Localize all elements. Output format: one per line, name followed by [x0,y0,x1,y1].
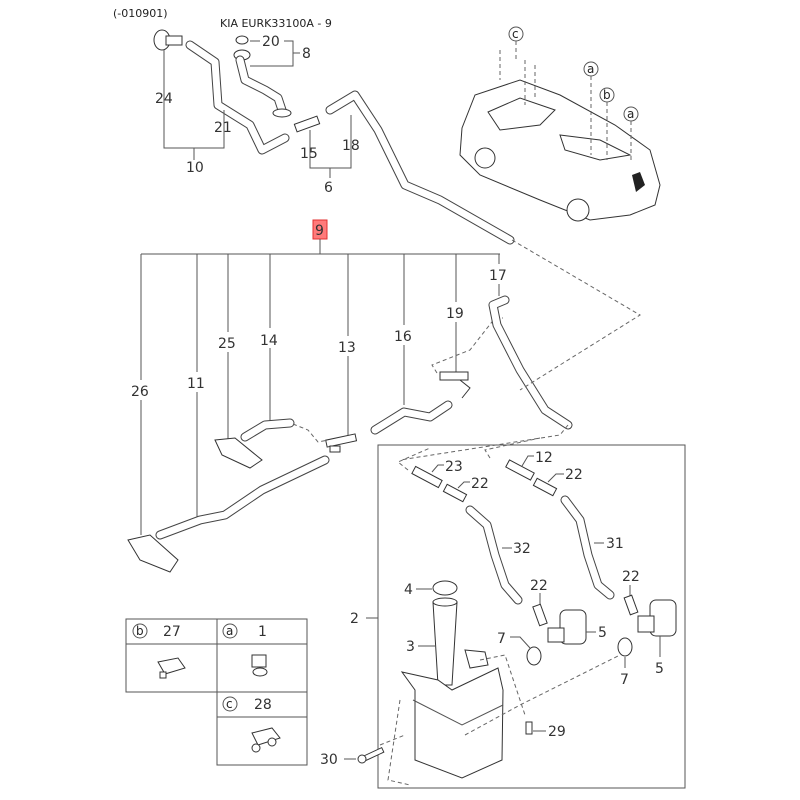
callout-22b: 22 [565,467,583,483]
callout-17: 17 [489,268,507,284]
callout-2: 2 [350,611,359,627]
hose-joint-22[interactable] [623,594,639,616]
clip-table-letter-a: a [226,624,233,638]
callout-18: 18 [342,138,360,154]
hose-11[interactable] [155,455,330,540]
hose-joint-22[interactable] [532,603,548,627]
connector-12[interactable] [505,459,535,481]
reservoir-assembly-frame [377,444,686,789]
filler-cap-4[interactable] [432,580,458,596]
callout-22a: 22 [471,476,489,492]
clip-table-part-28: 28 [254,697,272,713]
callout-21: 21 [214,120,232,136]
callout-3: 3 [406,639,415,655]
callout-19: 19 [446,306,464,322]
check-valve-19[interactable] [439,371,471,399]
callout-7a: 7 [497,631,506,647]
callout-13: 13 [338,340,356,356]
callout-5b: 5 [655,661,664,677]
clip-table-part-27: 27 [163,624,181,640]
callout-14: 14 [260,333,278,349]
callout-7b: 7 [620,672,629,688]
hose-31[interactable] [560,495,615,600]
hose-14[interactable] [240,418,295,442]
hose-18[interactable] [325,90,515,245]
callout-20: 20 [262,34,280,50]
washer-pump-5[interactable] [547,609,587,645]
callout-22d: 22 [622,569,640,585]
connector-15[interactable] [293,115,321,133]
diagram-title: KIA EURK33100A - 9 [220,17,332,30]
grommet-7[interactable] [617,637,633,657]
washer-pump-5[interactable] [637,599,677,637]
hose-joint-22[interactable] [442,483,468,503]
washer-reservoir[interactable] [400,649,504,779]
callout-31: 31 [606,536,624,552]
connector-23[interactable] [411,465,443,489]
callout-12: 12 [535,450,553,466]
filler-neck-8[interactable] [233,49,292,118]
connector-13[interactable] [325,433,358,453]
clip-reference-table: b 27 a 1 c 28 [125,618,308,766]
callout-16: 16 [394,329,412,345]
hose-17[interactable] [488,295,573,430]
callout-22c: 22 [530,578,548,594]
clip-letter-b: b [603,88,611,102]
callout-4: 4 [404,582,413,598]
clip-1-icon [251,654,268,677]
clip-29[interactable] [525,721,533,735]
hose-16[interactable] [370,400,453,435]
clip-letter-c: c [512,27,519,41]
callout-25: 25 [218,336,236,352]
clip-table-part-1: 1 [258,624,267,640]
callout-24: 24 [155,91,173,107]
hose-21[interactable] [185,40,290,155]
grommet-7[interactable] [526,646,542,666]
clip-letter-a1: a [587,62,594,76]
callout-9[interactable]: 9 [315,223,324,239]
cap-20[interactable] [235,35,249,45]
callout-5a: 5 [598,625,607,641]
callout-6: 6 [324,180,333,196]
nozzle-25[interactable] [214,437,263,469]
callout-15: 15 [300,146,318,162]
clip-27-icon [157,657,186,679]
nozzle-24[interactable] [153,29,183,51]
callout-30: 30 [320,752,338,768]
filler-neck-3[interactable] [432,597,458,686]
callout-29: 29 [548,724,566,740]
nozzle-26[interactable] [127,534,179,573]
callout-26: 26 [131,384,149,400]
vehicle-illustration [459,79,661,222]
clip-table-letter-c: c [226,697,233,711]
callout-23: 23 [445,459,463,475]
clip-28-icon [251,727,281,753]
callout-11: 11 [187,376,205,392]
callout-10: 10 [186,160,204,176]
date-code: (-010901) [113,7,168,20]
clip-table-letter-b: b [136,624,144,638]
hose-joint-22[interactable] [532,477,558,497]
bolt-30[interactable] [357,746,385,764]
hose-32[interactable] [465,505,523,605]
callout-32: 32 [513,541,531,557]
clip-letter-a2: a [627,107,634,121]
callout-8: 8 [302,46,311,62]
